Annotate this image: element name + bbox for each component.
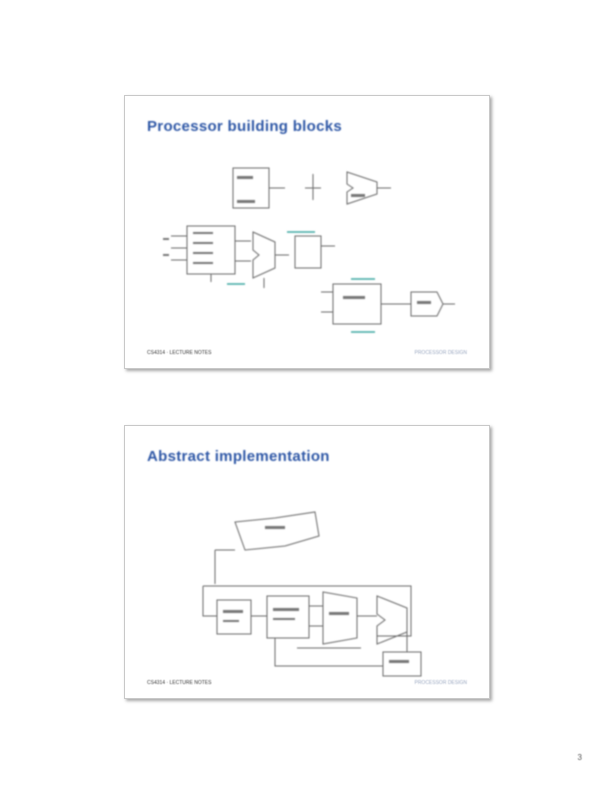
sign-extend-block bbox=[294, 235, 322, 269]
pc-block bbox=[216, 599, 252, 635]
data-memory-block bbox=[332, 283, 382, 325]
instruction-memory-block bbox=[266, 595, 310, 639]
slide-processor-building-blocks: Processor building blocks bbox=[124, 95, 490, 369]
slide-title: Abstract implementation bbox=[147, 448, 330, 465]
abstract-implementation-diagram bbox=[202, 511, 422, 677]
slide-title: Processor building blocks bbox=[147, 118, 343, 135]
register-file-block bbox=[322, 591, 358, 645]
slide-footer-course: CS4314 · LECTURE NOTES bbox=[147, 680, 212, 686]
alu-block bbox=[376, 595, 408, 645]
slide-footer-topic: PROCESSOR DESIGN bbox=[414, 680, 467, 686]
building-blocks-diagram bbox=[163, 167, 455, 333]
slide-abstract-implementation: Abstract implementation bbox=[124, 425, 490, 699]
instruction-memory-block bbox=[410, 291, 444, 317]
alu-block bbox=[252, 231, 276, 279]
slide-footer-course: CS4314 · LECTURE NOTES bbox=[147, 350, 212, 356]
slide-footer-topic: PROCESSOR DESIGN bbox=[414, 350, 467, 356]
adder-block bbox=[346, 171, 378, 205]
control-block bbox=[234, 511, 320, 551]
data-memory-block bbox=[382, 651, 422, 677]
page-number: 3 bbox=[577, 753, 582, 762]
